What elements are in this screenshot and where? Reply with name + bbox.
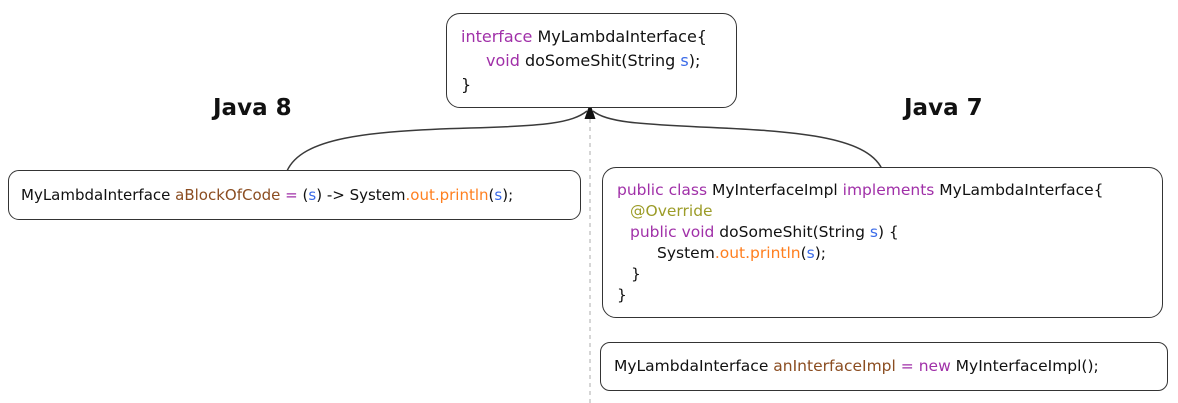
code-token: }	[631, 265, 641, 283]
java7-label: Java 7	[904, 95, 983, 121]
code-line: }	[617, 285, 1148, 306]
code-line: }	[461, 73, 722, 97]
code-line: public void doSomeShit(String s) {	[617, 222, 1148, 243]
code-line: interface MyLambdaInterface{	[461, 25, 722, 49]
code-token: MyLambdaInterface	[614, 357, 774, 375]
code-token: doSomeShit(String	[524, 51, 681, 70]
code-token: anInterfaceImpl	[773, 357, 896, 375]
code-token: new	[918, 357, 951, 375]
java7-instantiation-code-box: MyLambdaInterface anInterfaceImpl = new …	[600, 342, 1168, 391]
code-token: @Override	[630, 202, 713, 220]
code-token: interface	[461, 27, 538, 46]
code-token: (	[488, 185, 495, 204]
java7-impl-class-code-box: public class MyInterfaceImpl implements …	[602, 167, 1163, 318]
code-token: }	[461, 75, 472, 94]
code-token: );	[688, 51, 701, 70]
code-token: .out.println	[714, 244, 801, 262]
java8-label: Java 8	[213, 95, 292, 121]
right-curve-line	[592, 110, 883, 170]
code-token: void	[486, 51, 525, 70]
code-token: MyInterfaceImpl	[711, 181, 843, 199]
code-token: );	[814, 244, 827, 262]
code-token: s	[494, 185, 503, 204]
code-token: public void	[630, 223, 720, 241]
code-line: @Override	[617, 201, 1148, 222]
code-token: );	[502, 185, 514, 204]
code-token: aBlockOfCode	[175, 185, 281, 204]
code-token: System	[657, 244, 715, 262]
code-line: }	[617, 264, 1148, 285]
code-line: public class MyInterfaceImpl implements …	[617, 180, 1148, 201]
code-token: .out.println	[405, 185, 489, 204]
code-token: doSomeShit(String	[719, 223, 870, 241]
code-token: (	[297, 185, 309, 204]
code-token: implements	[842, 181, 940, 199]
code-line: System.out.println(s);	[617, 243, 1148, 264]
code-token: =	[285, 185, 298, 204]
code-token: ) -> System	[316, 185, 406, 204]
code-token: MyLambdaInterface{	[939, 181, 1104, 199]
code-token: public class	[617, 181, 712, 199]
code-token: MyLambdaInterface	[21, 185, 176, 204]
code-token: s	[869, 223, 878, 241]
code-token: (	[800, 244, 807, 262]
code-line: MyLambdaInterface aBlockOfCode = (s) -> …	[21, 184, 568, 207]
left-curve-line	[286, 110, 588, 172]
java8-lambda-code-box: MyLambdaInterface aBlockOfCode = (s) -> …	[8, 170, 581, 220]
code-token: s	[680, 51, 689, 70]
code-line: MyLambdaInterface anInterfaceImpl = new …	[614, 355, 1154, 378]
interface-definition-code-box: interface MyLambdaInterface{void doSomeS…	[446, 13, 737, 108]
code-token: s	[308, 185, 317, 204]
code-token: =	[900, 357, 914, 375]
code-token: ) {	[877, 223, 899, 241]
code-token: MyInterfaceImpl();	[950, 357, 1099, 375]
code-token: }	[617, 286, 627, 304]
code-token: MyLambdaInterface{	[537, 27, 707, 46]
code-line: void doSomeShit(String s);	[461, 49, 722, 73]
code-token: s	[806, 244, 815, 262]
